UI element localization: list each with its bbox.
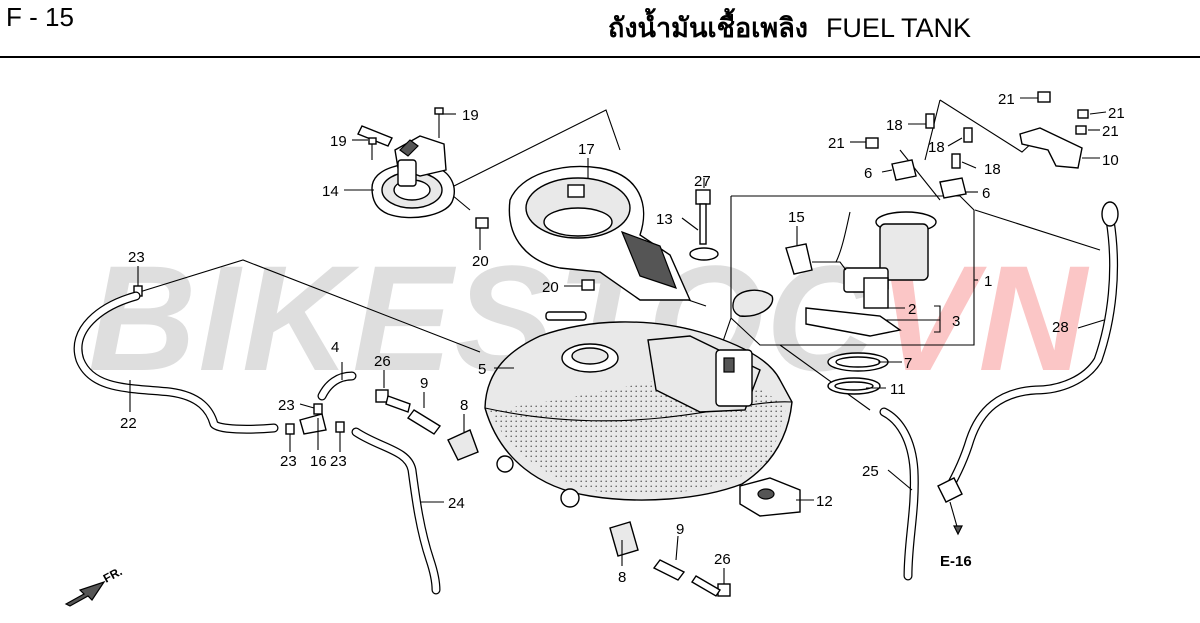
callout-23d: 23	[330, 453, 347, 470]
callout-21d: 21	[1102, 123, 1119, 140]
callout-7: 7	[904, 355, 912, 372]
callout-21a: 21	[828, 135, 845, 152]
callout-19a: 19	[330, 133, 347, 150]
callout-12: 12	[816, 493, 833, 510]
title-thai: ถังน้ำมันเชื้อเพลิง	[608, 13, 808, 43]
callout-23c: 23	[280, 453, 297, 470]
header-divider	[0, 56, 1200, 58]
callout-15: 15	[788, 209, 805, 226]
callout-numbers: 1 2 3 4 5 6 6 7 8 8 9 9 10 11 12 13 14 1…	[120, 91, 1125, 586]
fuel-tank	[484, 311, 801, 517]
callout-21c: 21	[1108, 105, 1125, 122]
callout-18a: 18	[886, 117, 903, 134]
callout-8b: 8	[618, 569, 626, 586]
callout-25: 25	[862, 463, 879, 480]
page-title: ถังน้ำมันเชื้อเพลิง FUEL TANK	[608, 6, 971, 49]
callout-18b: 18	[928, 139, 945, 156]
callout-1: 1	[984, 273, 992, 290]
callout-19b: 19	[462, 107, 479, 124]
callout-6a: 6	[864, 165, 872, 182]
callout-3: 3	[952, 313, 960, 330]
callout-22: 22	[120, 415, 137, 432]
callout-6b: 6	[982, 185, 990, 202]
callout-20a: 20	[472, 253, 489, 270]
fuel-pump-unit	[732, 211, 937, 395]
callout-16: 16	[310, 453, 327, 470]
hoses	[73, 201, 1119, 595]
callout-24: 24	[448, 495, 465, 512]
callout-20b: 20	[542, 279, 559, 296]
callout-10: 10	[1102, 152, 1119, 169]
title-english: FUEL TANK	[825, 13, 971, 43]
callout-18c: 18	[984, 161, 1001, 178]
callout-11: 11	[890, 381, 906, 398]
filler-neck-cover	[475, 165, 692, 301]
callout-23b: 23	[278, 397, 295, 414]
cross-reference-label: E-16	[940, 553, 972, 570]
fuel-cap-assembly	[357, 107, 455, 219]
callout-27: 27	[694, 173, 711, 190]
callout-21b: 21	[998, 91, 1015, 108]
callout-2: 2	[908, 301, 916, 318]
front-direction-arrow: FR.	[64, 564, 124, 607]
leader-lines	[129, 97, 1107, 584]
callout-14: 14	[322, 183, 339, 200]
bracket-and-fittings	[865, 91, 1089, 199]
callout-9a: 9	[420, 375, 428, 392]
callout-26a: 26	[374, 353, 391, 370]
callout-28: 28	[1052, 319, 1069, 336]
callout-17: 17	[578, 141, 595, 158]
callout-9b: 9	[676, 521, 684, 538]
callout-23a: 23	[128, 249, 145, 266]
page-code: F - 15	[6, 2, 74, 32]
bolts-and-small-parts	[133, 189, 731, 597]
callout-13: 13	[656, 211, 673, 228]
callout-26b: 26	[714, 551, 731, 568]
callout-4: 4	[331, 339, 339, 356]
callout-8a: 8	[460, 397, 468, 414]
callout-5: 5	[478, 361, 486, 378]
